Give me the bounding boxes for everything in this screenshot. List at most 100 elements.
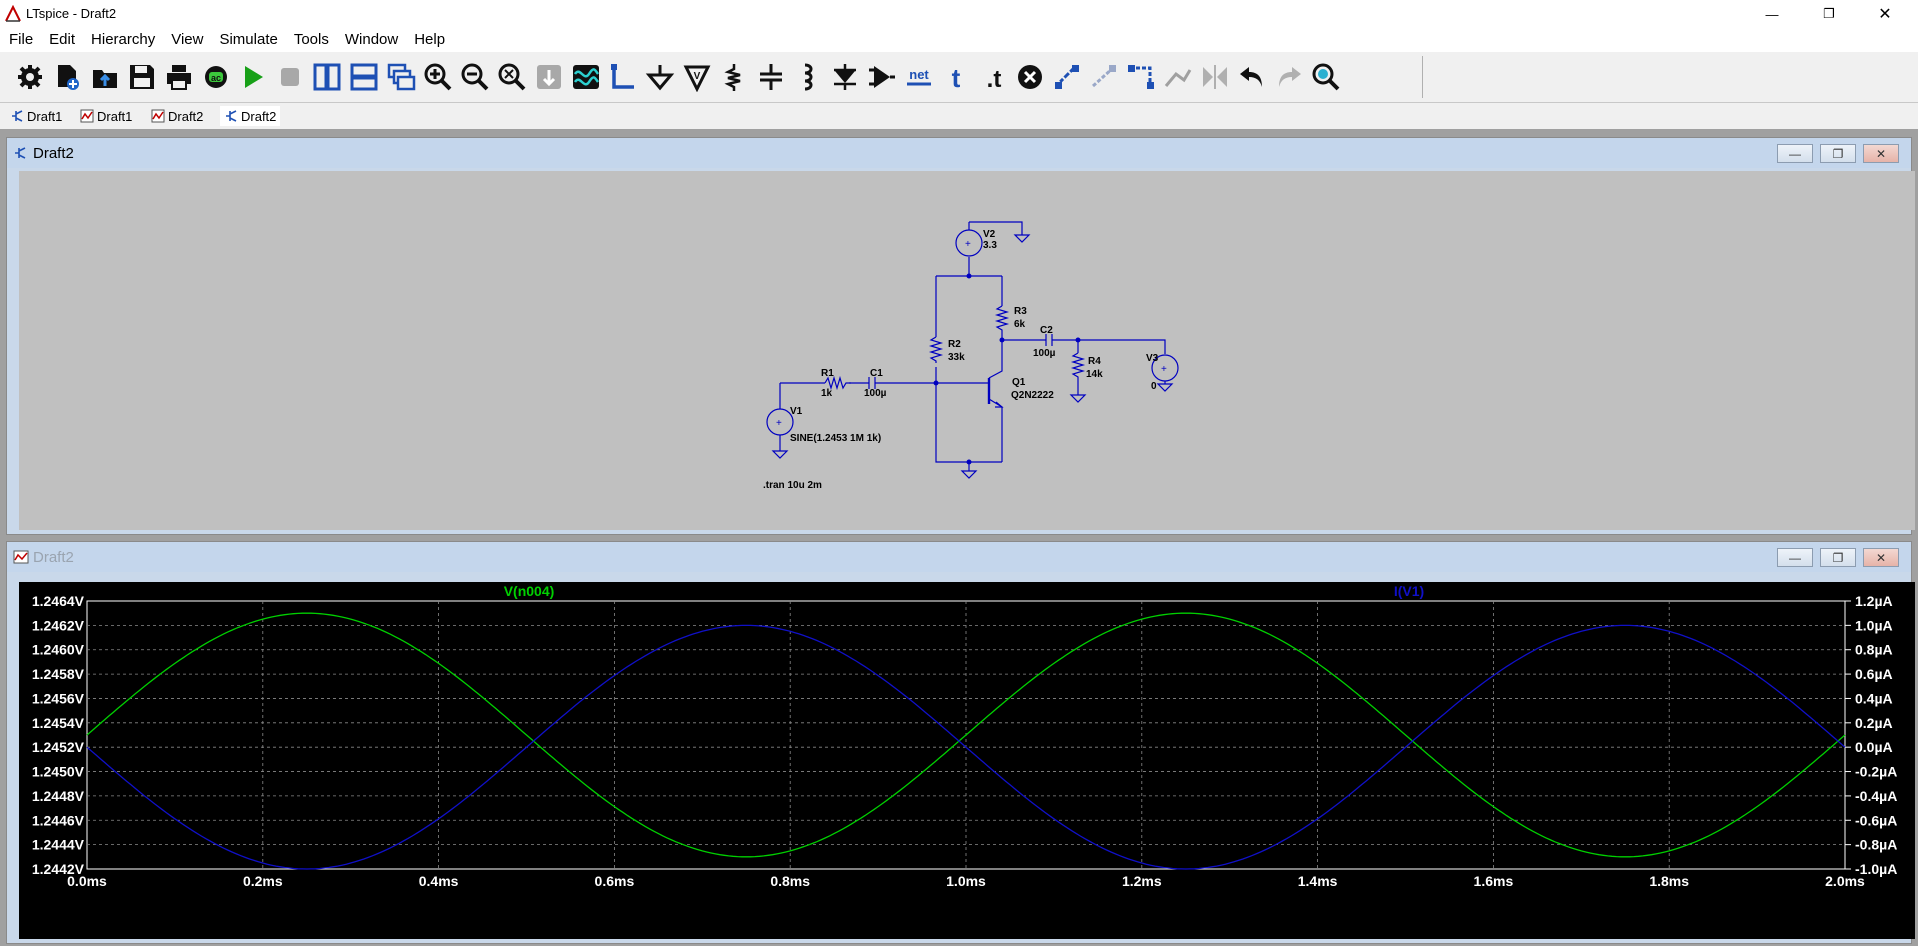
- plot-window-titlebar[interactable]: Draft2 — ❐ ✕: [7, 542, 1911, 572]
- schematic-close-button[interactable]: ✕: [1863, 144, 1899, 163]
- schematic-window-titlebar[interactable]: Draft2 — ❐ ✕: [7, 138, 1911, 168]
- waveform-button[interactable]: [571, 62, 601, 92]
- halt-button[interactable]: [275, 62, 305, 92]
- component-button[interactable]: [867, 62, 897, 92]
- resistor-button[interactable]: [719, 62, 749, 92]
- zoom-in-button[interactable]: [423, 62, 453, 92]
- cascade-button[interactable]: [386, 62, 416, 92]
- r1-name-label: R1: [821, 368, 834, 379]
- ac-analysis-button[interactable]: ac: [201, 62, 231, 92]
- delete-button[interactable]: [1015, 62, 1045, 92]
- duplicate-button[interactable]: [1052, 62, 1082, 92]
- menu-tools[interactable]: Tools: [293, 31, 329, 48]
- y-right-tick-label: 0.8µA: [1855, 642, 1893, 658]
- minimize-button[interactable]: —: [1749, 0, 1795, 28]
- spice-directive-icon: .t: [987, 66, 1002, 92]
- tab-draft1-plot[interactable]: Draft1: [80, 106, 132, 126]
- diode-button[interactable]: [830, 62, 860, 92]
- c2-value-label: 100µ: [1033, 348, 1056, 359]
- tab-draft2-plot[interactable]: Draft2: [151, 106, 203, 126]
- settings-button[interactable]: [15, 62, 45, 92]
- tab-draft1-schematic[interactable]: Draft1: [10, 106, 62, 126]
- find-button[interactable]: [1311, 62, 1341, 92]
- plot-close-button[interactable]: ✕: [1863, 548, 1899, 567]
- menu-edit[interactable]: Edit: [49, 31, 76, 48]
- maximize-button[interactable]: ❐: [1806, 0, 1852, 28]
- save-button[interactable]: [127, 62, 157, 92]
- x-tick-label: 0.8ms: [770, 873, 810, 889]
- menu-help[interactable]: Help: [414, 31, 446, 48]
- net-label-button[interactable]: net: [904, 62, 934, 92]
- series-line: [86, 624, 1846, 870]
- new-schematic-button[interactable]: [53, 62, 83, 92]
- waveform-icon: [151, 109, 165, 123]
- zoom-out-button[interactable]: [460, 62, 490, 92]
- plot-minimize-button[interactable]: —: [1777, 548, 1813, 567]
- close-icon: ✕: [1875, 550, 1887, 565]
- x-tick-label: 1.8ms: [1649, 873, 1689, 889]
- menu-simulate[interactable]: Simulate: [219, 31, 278, 48]
- wire: [1002, 339, 1166, 354]
- open-button[interactable]: [90, 62, 120, 92]
- move-button[interactable]: [1089, 62, 1119, 92]
- y-right-tick-label: -0.6µA: [1855, 812, 1897, 828]
- menu-window[interactable]: Window: [344, 31, 399, 48]
- mirror-button[interactable]: [1200, 62, 1230, 92]
- schematic-icon: [12, 110, 23, 122]
- drag-button[interactable]: [1126, 62, 1156, 92]
- capacitor-button[interactable]: [756, 62, 786, 92]
- legend-label[interactable]: V(n004): [504, 583, 555, 599]
- print-button[interactable]: [164, 62, 194, 92]
- plus-icon: +: [1161, 364, 1167, 375]
- plot-restore-button[interactable]: ❐: [1820, 548, 1856, 567]
- run-icon: [245, 66, 263, 88]
- undo-icon: [1240, 67, 1262, 87]
- spice-directive-label[interactable]: .tran 10u 2m: [763, 480, 822, 491]
- spice-directive-button[interactable]: .t: [978, 62, 1008, 92]
- v2-name-label: V2: [983, 229, 996, 240]
- x-tick-label: 1.0ms: [946, 873, 986, 889]
- undo-draw-button[interactable]: [1163, 62, 1193, 92]
- wire: [969, 221, 1023, 235]
- redo-icon: [1279, 67, 1301, 87]
- undo-button[interactable]: [1237, 62, 1267, 92]
- y-left-tick-label: 1.2448V: [32, 788, 85, 804]
- y-right-tick-label: -1.0µA: [1855, 861, 1897, 877]
- ground-symbol: [771, 450, 789, 459]
- zoom-out-icon: [461, 63, 489, 91]
- y-left-tick-label: 1.2456V: [32, 690, 85, 706]
- zoom-in-icon: [424, 63, 452, 91]
- settings-icon: [18, 65, 42, 89]
- tile-vertical-button[interactable]: [312, 62, 342, 92]
- ground-button[interactable]: [645, 62, 675, 92]
- schematic-icon: [226, 110, 237, 122]
- v3-name-label: V3: [1146, 353, 1159, 364]
- zoom-fit-button[interactable]: [497, 62, 527, 92]
- autorange-button[interactable]: [534, 62, 564, 92]
- tile-vertical-icon: [313, 63, 341, 91]
- legend-label[interactable]: I(V1): [1394, 583, 1424, 599]
- v2-source-symbol: [955, 229, 983, 257]
- text-button[interactable]: t: [941, 62, 971, 92]
- menu-hierarchy[interactable]: Hierarchy: [91, 31, 156, 48]
- wire-button[interactable]: [608, 62, 638, 92]
- r4-name-label: R4: [1088, 356, 1101, 367]
- redo-button[interactable]: [1274, 62, 1304, 92]
- close-window-button[interactable]: ✕: [1862, 0, 1908, 28]
- document-tabs: Draft1 Draft1 Draft2 Draft2: [0, 103, 1918, 129]
- run-button[interactable]: [238, 62, 268, 92]
- menu-view[interactable]: View: [171, 31, 204, 48]
- label-net-button[interactable]: V: [682, 62, 712, 92]
- inductor-button[interactable]: [793, 62, 823, 92]
- y-right-tick-label: 1.2µA: [1855, 593, 1893, 609]
- schematic-canvas[interactable]: + + + V2 3.3 R3 6k C2 100µ R2 33k R4 14k…: [19, 171, 1915, 530]
- tile-horizontal-button[interactable]: [349, 62, 379, 92]
- y-right-tick-label: 1.0µA: [1855, 617, 1893, 633]
- v1-name-label: V1: [790, 406, 803, 417]
- schematic-minimize-button[interactable]: —: [1777, 144, 1813, 163]
- tab-draft2-schematic[interactable]: Draft2: [220, 106, 281, 126]
- schematic-window-title: Draft2: [33, 145, 74, 162]
- schematic-restore-button[interactable]: ❐: [1820, 144, 1856, 163]
- menu-file[interactable]: File: [9, 31, 34, 48]
